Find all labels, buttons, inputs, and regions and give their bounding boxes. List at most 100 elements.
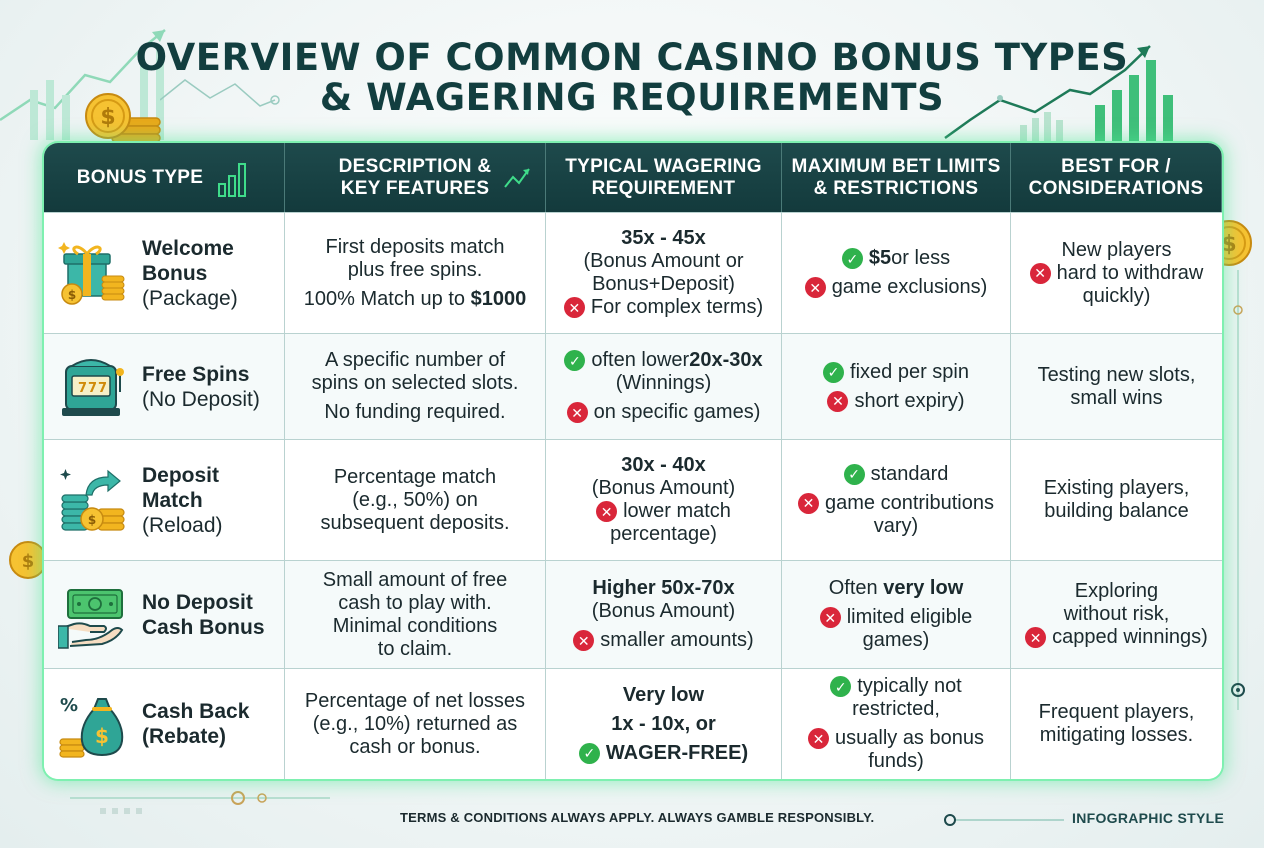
- header-bonus-type-label: BONUS TYPE: [76, 166, 204, 188]
- best-for-free-spins: Testing new slots, small wins: [1011, 333, 1222, 439]
- description-cash-back: Percentage of net losses (e.g., 10%) ret…: [285, 668, 546, 779]
- bonus-subtitle: (Reload): [142, 513, 223, 537]
- wagering-deposit-match: 30x - 40x (Bonus Amount) ✕lower match pe…: [546, 439, 782, 560]
- wagering-note-text: lower match: [623, 500, 731, 522]
- wagering-line: (Winnings): [615, 372, 712, 394]
- best-for-con-text: capped winnings): [1052, 626, 1208, 648]
- best-for-welcome: New players ✕hard to withdraw quickly): [1011, 212, 1222, 333]
- header-wagering: TYPICAL WAGERING REQUIREMENT: [546, 143, 782, 212]
- wagering-note-text: on specific games): [593, 401, 761, 423]
- best-for-line: mitigating losses.: [1039, 724, 1194, 746]
- best-for-line: Testing new slots,: [1037, 363, 1196, 386]
- description-no-deposit-cash: Small amount of free cash to play with. …: [285, 560, 546, 668]
- hand-cash-icon: [58, 588, 124, 649]
- cross-icon: ✕: [827, 390, 849, 412]
- limits-line: vary): [873, 514, 919, 537]
- limits-cash-back: ✓typically not restricted, ✕usually as b…: [782, 668, 1011, 779]
- bonus-name-line-1: Deposit: [142, 463, 220, 487]
- best-for-con-text: hard to withdraw: [1056, 261, 1204, 284]
- svg-text:$: $: [22, 551, 35, 572]
- limits-text: or less: [891, 247, 951, 269]
- description-line: (e.g., 10%) returned as: [312, 712, 518, 735]
- title-line-1: OVERVIEW OF COMMON CASINO BONUS TYPES: [135, 36, 1129, 79]
- svg-text:$: $: [95, 724, 109, 748]
- check-icon: ✓: [564, 350, 586, 371]
- header-limits-line-2: & RESTRICTIONS: [813, 177, 979, 199]
- svg-text:$: $: [88, 513, 96, 527]
- limits-headline: Often very low: [829, 577, 964, 600]
- limits-con-text: short expiry): [854, 389, 965, 412]
- header-bonus-type: BONUS TYPE: [44, 143, 285, 212]
- wagering-headline: Higher 50x-70x: [592, 577, 734, 600]
- best-for-cash-back: Frequent players, mitigating losses.: [1011, 668, 1222, 779]
- bonus-type-no-deposit-cash: No Deposit Cash Bonus: [44, 560, 285, 668]
- wagering-pro-text: WAGER-FREE): [605, 741, 749, 764]
- cross-icon: ✕: [596, 501, 618, 522]
- header-limits: MAXIMUM BET LIMITS & RESTRICTIONS: [782, 143, 1011, 212]
- circuit-decoration-footer-right: [944, 814, 1064, 826]
- description-line: Percentage of net losses: [304, 689, 526, 712]
- bar-chart-icon: [218, 162, 247, 197]
- cross-icon: ✕: [819, 607, 841, 628]
- bonus-name-line-1: No Deposit: [142, 590, 253, 614]
- wagering-note: ✕For complex terms): [563, 296, 764, 319]
- header-wagering-line-2: REQUIREMENT: [591, 177, 736, 199]
- bonus-name-line-2: (Rebate): [142, 725, 227, 748]
- cross-icon: ✕: [1029, 262, 1051, 284]
- limits-amount: $5: [868, 247, 892, 269]
- best-for-no-deposit-cash: Exploring without risk, ✕capped winnings…: [1011, 560, 1222, 668]
- limits-con: ✕usually as bonus: [808, 727, 984, 750]
- limits-pro: ✓standard: [843, 463, 948, 486]
- cross-icon: ✕: [1025, 627, 1047, 648]
- title-line-2: & WAGERING REQUIREMENTS: [319, 76, 945, 119]
- wagering-value: 20x-30x: [689, 349, 763, 371]
- limits-text: typically not: [857, 675, 962, 697]
- bonus-name-line-2: Bonus: [142, 261, 208, 285]
- cross-icon: ✕: [563, 297, 585, 318]
- disclaimer-text: TERMS & CONDITIONS ALWAYS APPLY. ALWAYS …: [400, 810, 875, 825]
- limits-con: ✕game exclusions): [804, 276, 987, 299]
- bonus-name-line-1: Cash Back: [142, 700, 250, 723]
- limits-welcome: ✓$5 or less ✕game exclusions): [782, 212, 1011, 333]
- svg-text:7: 7: [98, 381, 107, 396]
- wagering-line: Bonus+Deposit): [592, 273, 735, 295]
- best-for-line: small wins: [1070, 386, 1163, 409]
- best-for-deposit-match: Existing players, building balance: [1011, 439, 1222, 560]
- wagering-note-text: For complex terms): [590, 296, 764, 318]
- cross-icon: ✕: [804, 277, 826, 298]
- wagering-note: ✕lower match: [596, 500, 731, 523]
- wagering-line: (Bonus Amount or: [583, 250, 744, 272]
- style-label: INFOGRAPHIC STYLE: [1072, 810, 1225, 826]
- svg-text:$: $: [1221, 232, 1236, 257]
- wagering-line: (Bonus Amount): [591, 600, 736, 622]
- circuit-decoration-right: [1231, 270, 1245, 710]
- description-line: First deposits match: [325, 235, 505, 258]
- description-line: (e.g., 50%) on: [352, 488, 478, 511]
- wagering-note-text: smaller amounts): [600, 629, 754, 651]
- limits-free-spins: ✓fixed per spin ✕short expiry): [782, 333, 1011, 439]
- limits-line: restricted,: [852, 698, 940, 720]
- limits-no-deposit-cash: Often very low ✕limited eligible games): [782, 560, 1011, 668]
- bonus-type-deposit-match: $ Deposit Match (Reload): [44, 439, 285, 560]
- wagering-value: 35x - 45x: [621, 227, 706, 249]
- svg-text:$: $: [68, 288, 76, 302]
- bonus-type-cash-back: $ % Cash Back (Rebate): [44, 668, 285, 779]
- check-icon: ✓: [578, 742, 600, 764]
- cross-icon: ✕: [798, 492, 819, 514]
- description-line: Percentage match: [333, 465, 497, 488]
- wagering-label: Very low: [622, 683, 705, 706]
- circuit-decoration-bottom: [70, 791, 330, 814]
- limits-text: fixed per spin: [850, 360, 969, 383]
- coins-arrow-icon: $: [60, 469, 125, 531]
- bonus-table: BONUS TYPE DESCRIPTION & KEY FEATURES: [44, 143, 1222, 779]
- bonus-name-line-1: Free Spins: [142, 362, 250, 386]
- trend-line-icon: [504, 168, 530, 188]
- best-for-line: Frequent players,: [1038, 701, 1195, 723]
- best-for-line: quickly): [1082, 284, 1151, 307]
- wagering-free-spins: ✓often lower 20x-30x (Winnings) ✕on spec…: [546, 333, 782, 439]
- header-description: DESCRIPTION & KEY FEATURES: [285, 143, 546, 212]
- wagering-pro: ✓WAGER-FREE): [578, 741, 749, 765]
- cross-icon: ✕: [808, 728, 829, 749]
- best-for-line: without risk,: [1063, 603, 1170, 625]
- best-for-con: ✕capped winnings): [1025, 626, 1208, 649]
